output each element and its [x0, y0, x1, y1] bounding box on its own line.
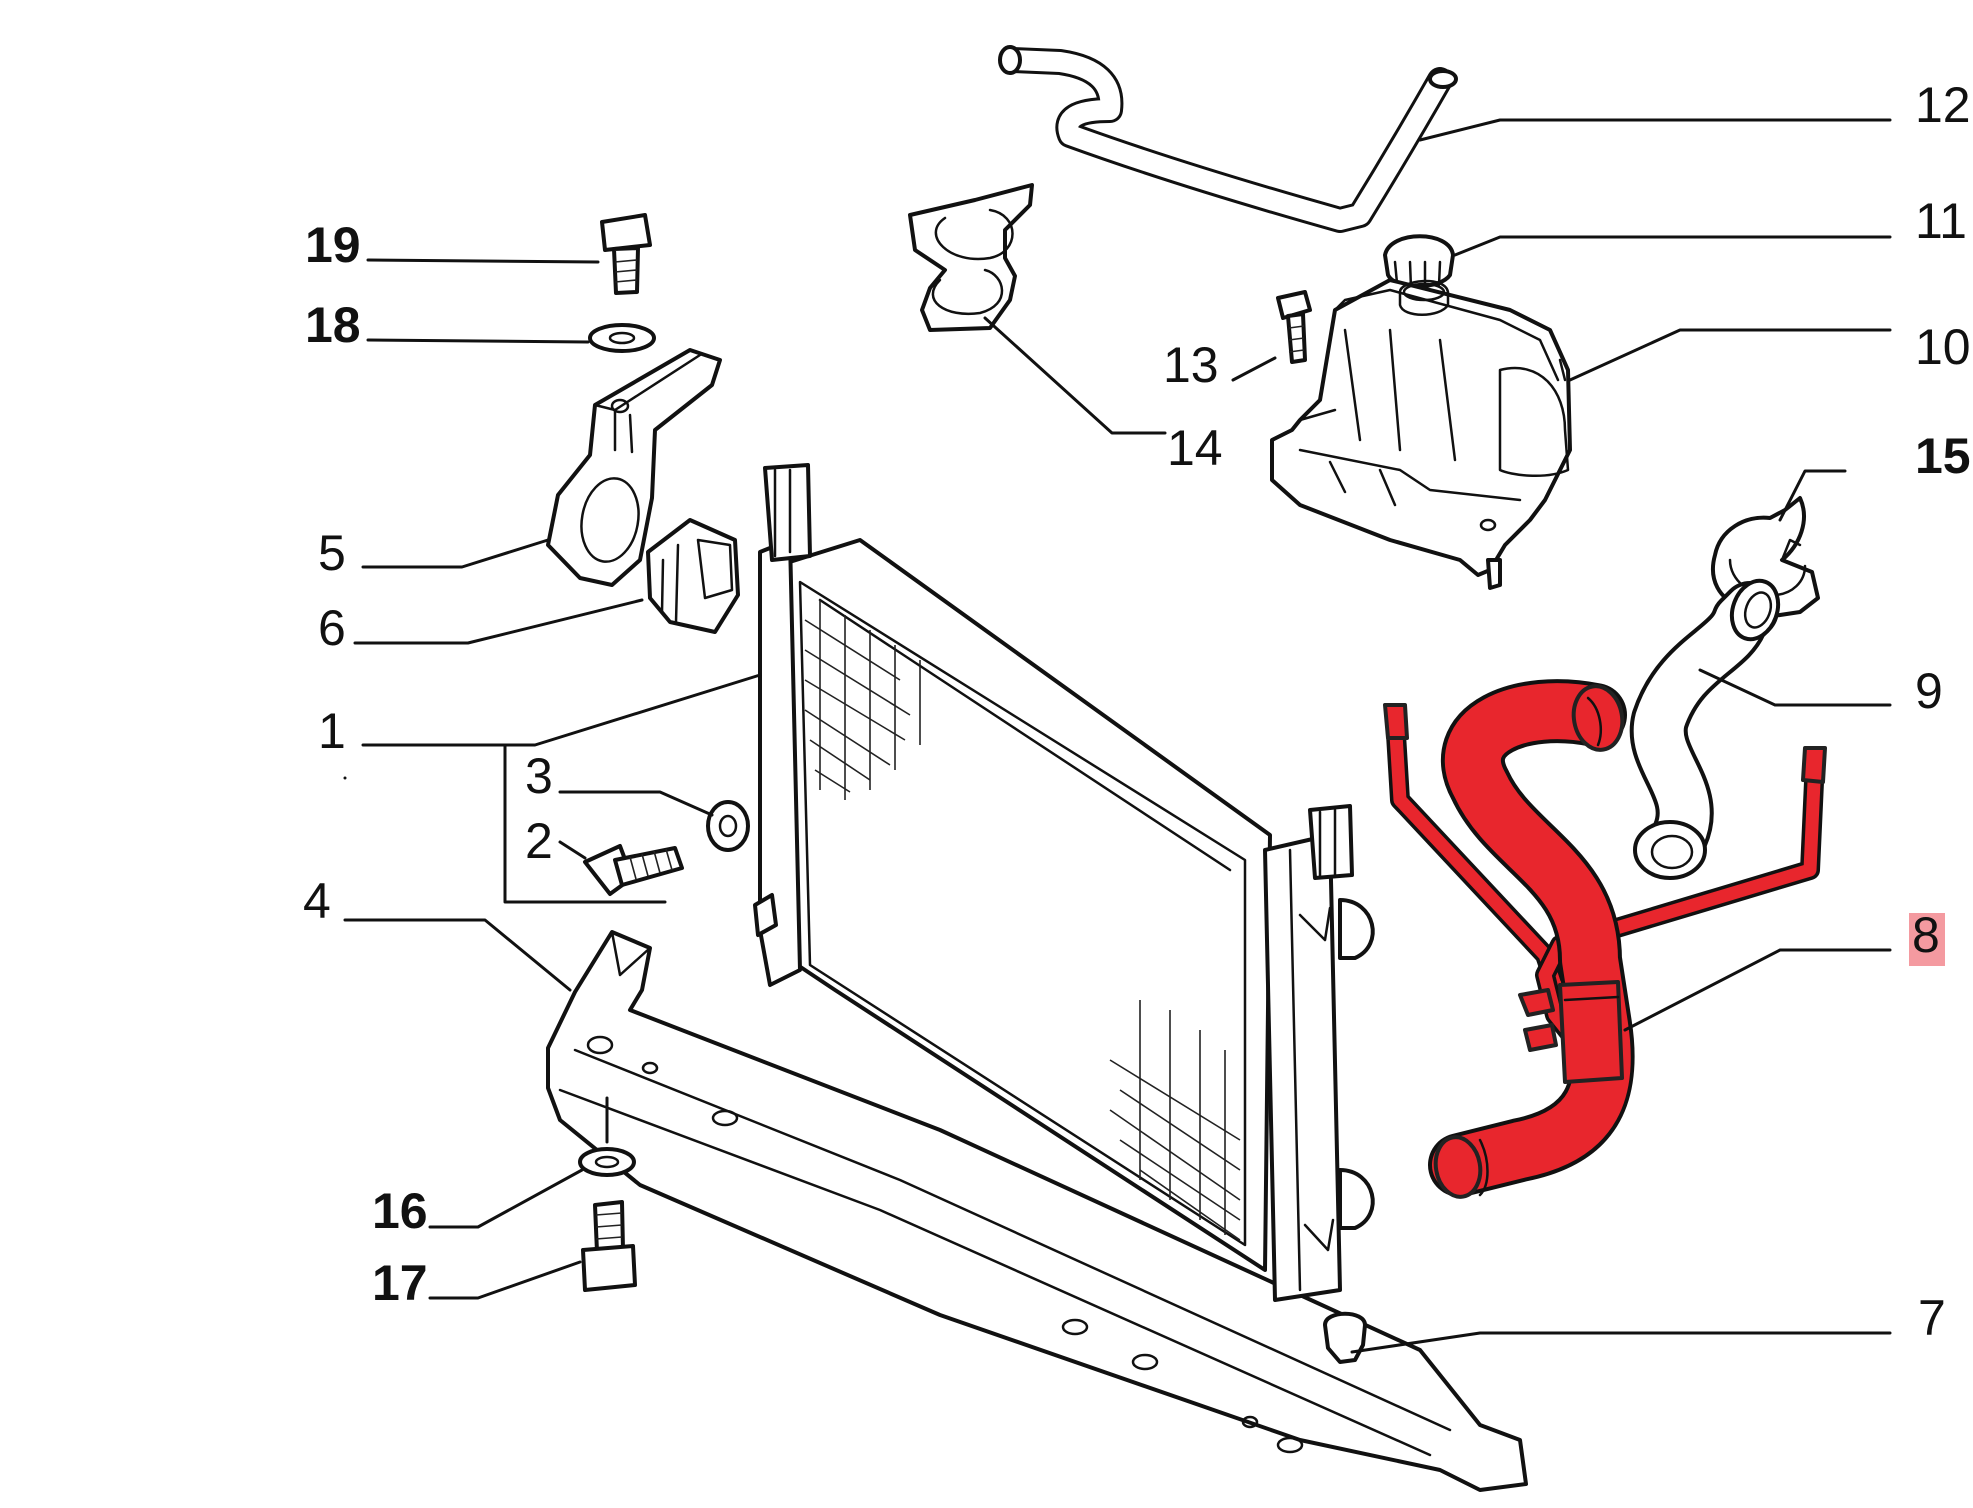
part-13-bolt [1231, 290, 1312, 382]
callout-18: 18 [305, 297, 361, 353]
part-16-washer [428, 1096, 636, 1229]
part-17-bolt [428, 1200, 637, 1300]
label-8-highlight [1909, 913, 1945, 966]
part-7-plug-cap [1323, 1311, 1892, 1364]
callout-2: 2 [525, 813, 553, 869]
part-6-rubber-mount [353, 518, 740, 645]
part-10-expansion-tank [1270, 278, 1892, 590]
part-18-washer [366, 323, 656, 353]
callout-8: 8 [1912, 907, 1940, 963]
callout-leader-lines [343, 776, 572, 992]
callout-1: 1 [318, 703, 346, 759]
part-12-bleed-hose [998, 45, 1892, 233]
callout-6: 6 [318, 600, 346, 656]
radiator-fins-hatching-upper [804, 600, 921, 800]
part-14-hose-clip [908, 183, 1167, 435]
leader-1 [361, 673, 762, 904]
callout-15: 15 [1915, 428, 1971, 484]
callout-11: 11 [1915, 193, 1967, 249]
callout-16: 16 [372, 1183, 428, 1239]
part-4-lower-crossmember [546, 930, 1528, 1492]
callout-13: 13 [1163, 337, 1219, 393]
part-19-bolt [366, 213, 652, 295]
part-2-drain-plug [558, 840, 684, 896]
part-3-washer [558, 790, 750, 852]
callout-5: 5 [318, 525, 346, 581]
part-5-bracket [361, 348, 722, 587]
part-8-coolant-hose-highlighted [1383, 679, 1892, 1199]
callout-10: 10 [1915, 319, 1971, 375]
part-1-radiator [753, 463, 1375, 1302]
radiator-fins-hatching-lower [1109, 1000, 1241, 1241]
part-9-radiator-hose [1629, 578, 1892, 880]
callout-4: 4 [303, 873, 331, 929]
part-11-reservoir-cap [1383, 234, 1892, 291]
callout-14: 14 [1167, 420, 1223, 476]
callout-19: 19 [305, 217, 361, 273]
callout-12: 12 [1915, 77, 1971, 133]
callout-9: 9 [1915, 663, 1943, 719]
callout-3: 3 [525, 748, 553, 804]
callout-7: 7 [1918, 1290, 1946, 1346]
callout-17: 17 [372, 1255, 428, 1311]
